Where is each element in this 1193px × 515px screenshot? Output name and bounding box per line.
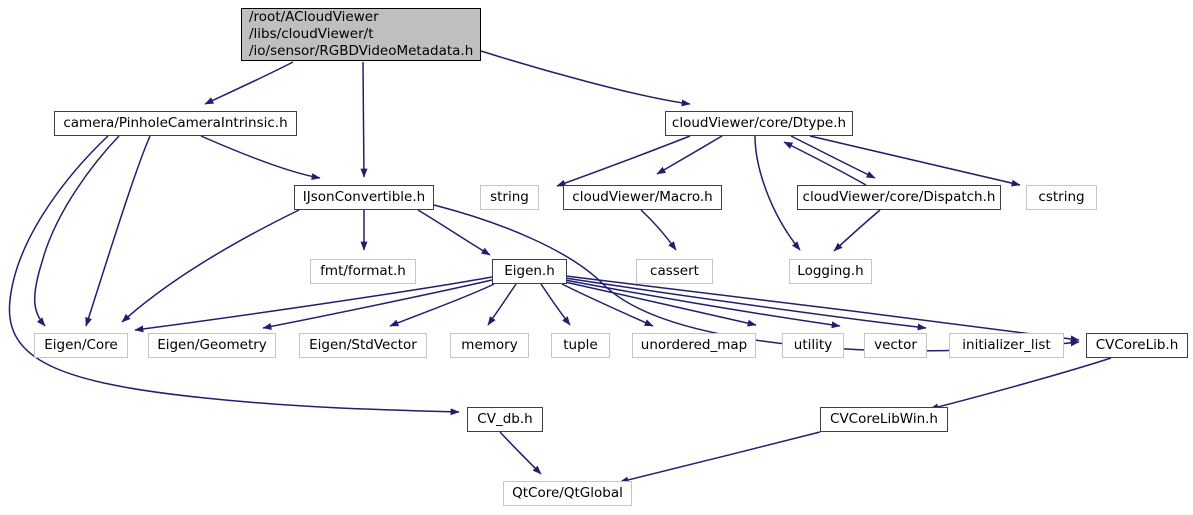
edge-eigenh-to-vector (564, 279, 841, 329)
node-ijsonconvertible-header[interactable]: IJsonConvertible.h (294, 185, 434, 210)
edge-dispatch-to-logging (833, 209, 881, 252)
node-tuple-header[interactable]: tuple (551, 333, 610, 358)
edge-eigenh-to-unordered-map (561, 283, 654, 327)
edge-eigenh-to-initializer-list (564, 277, 927, 331)
edge-dtype-to-logging (754, 135, 801, 251)
node-rgbdvideometadata-header[interactable]: /root/ACloudViewer /libs/cloudViewer/t /… (241, 8, 481, 61)
edge-pinhole-to-eigencore-alt (33, 135, 120, 327)
node-vector-header[interactable]: vector (864, 333, 927, 358)
node-string-header[interactable]: string (480, 185, 539, 210)
node-eigen-header[interactable]: Eigen.h (492, 259, 567, 284)
node-eigen-stdvector-header[interactable]: Eigen/StdVector (299, 333, 427, 358)
node-cstring-header[interactable]: cstring (1026, 185, 1097, 210)
edge-root-to-dtype (480, 50, 691, 107)
node-cvcorelib-header[interactable]: CVCoreLib.h (1086, 333, 1188, 358)
node-cloudviewer-core-dispatch-header[interactable]: cloudViewer/core/Dispatch.h (797, 185, 1001, 210)
edge-pinhole-to-ijsonconvertible (200, 135, 321, 181)
edge-eigenh-to-memory (487, 283, 517, 326)
edge-dtype-to-cstring (809, 135, 1021, 187)
node-utility-header[interactable]: utility (782, 333, 844, 358)
node-qtcore-qtglobal-header[interactable]: QtCore/QtGlobal (503, 481, 632, 506)
edge-eigenh-to-eigenstdvec (389, 283, 495, 327)
node-cloudviewer-core-dtype-header[interactable]: cloudViewer/core/Dtype.h (665, 111, 853, 136)
edge-dtype-to-macro (656, 135, 723, 175)
node-unordered-map-header[interactable]: unordered_map (632, 333, 756, 358)
edge-cvcorelib-to-cvcorelibwin (929, 357, 1112, 411)
edge-dtype-to-dispatch (790, 135, 876, 179)
node-logging-header[interactable]: Logging.h (789, 259, 872, 284)
node-cassert-header[interactable]: cassert (636, 259, 713, 284)
edge-ijsonconvertible-to-eigencore (121, 209, 300, 323)
node-cv-db-header[interactable]: CV_db.h (467, 407, 543, 432)
edge-ijsonconvertible-to-eigenh (417, 209, 491, 256)
node-fmt-format-header[interactable]: fmt/format.h (310, 259, 416, 284)
node-eigen-geometry-header[interactable]: Eigen/Geometry (148, 333, 276, 358)
node-memory-header[interactable]: memory (450, 333, 529, 358)
edge-pinhole-to-cvdb (8, 135, 460, 416)
edge-eigenh-to-utility (564, 281, 757, 327)
edge-root-to-pinhole (204, 61, 294, 105)
edge-dispatch-to-dtype (783, 141, 867, 186)
edge-eigenh-to-tuple (540, 283, 571, 326)
edge-cvcorelibwin-to-qtglobal (619, 431, 821, 484)
node-pinholecameraintrinsic-header[interactable]: camera/PinholeCameraIntrinsic.h (54, 111, 297, 136)
edge-pinhole-to-eigencore (85, 135, 151, 327)
node-cloudviewer-macro-header[interactable]: cloudViewer/Macro.h (563, 185, 722, 210)
edge-group (8, 50, 1112, 484)
node-cvcorelibwin-header[interactable]: CVCoreLibWin.h (820, 407, 948, 432)
node-initializer-list-header[interactable]: initializer_list (949, 333, 1064, 358)
edge-macro-to-cassert (640, 209, 677, 251)
node-eigen-core-header[interactable]: Eigen/Core (34, 333, 128, 358)
edge-dtype-to-string (556, 135, 691, 187)
edge-root-to-ijsonconvertible (360, 61, 368, 178)
edge-eigenh-to-cvcorelib (565, 275, 1080, 343)
edge-eigenh-to-eigencore (134, 276, 493, 333)
edge-eigenh-to-eigengeom (262, 279, 493, 330)
edge-cvdb-to-qtglobal (499, 431, 542, 475)
